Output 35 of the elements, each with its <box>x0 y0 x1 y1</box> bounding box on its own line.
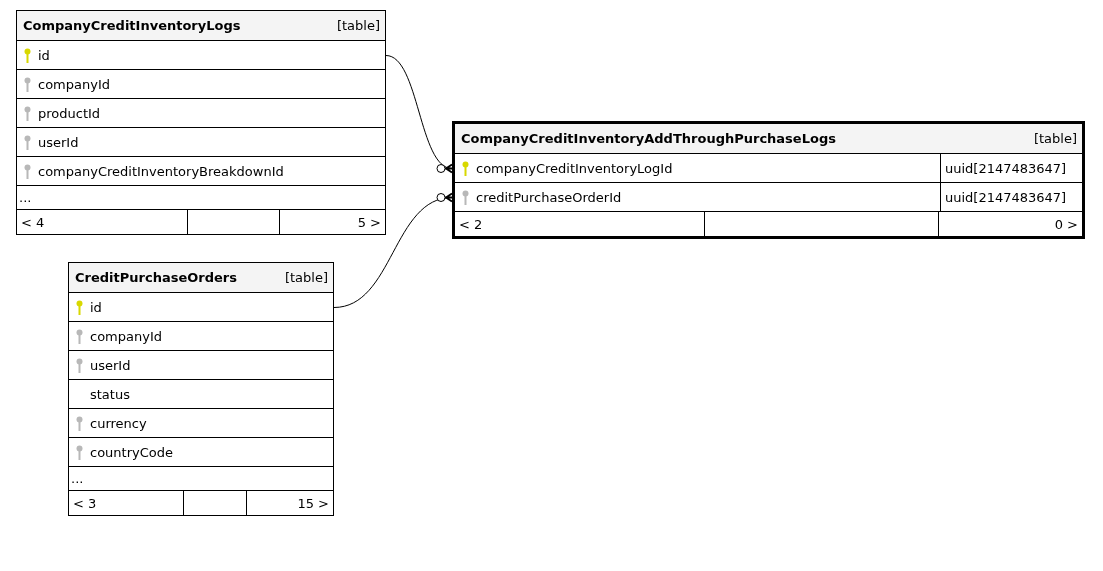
ellipsis-text: ... <box>70 471 84 486</box>
table-name: CreditPurchaseOrders <box>75 270 237 285</box>
column-row <box>455 183 1082 212</box>
table-type-label: [table] <box>284 270 328 285</box>
footer-text: < 2 <box>459 216 483 232</box>
relationship-connector <box>333 192 454 308</box>
table-box <box>452 121 1085 239</box>
table-box <box>68 262 334 516</box>
column-name: userId <box>38 134 79 150</box>
column-name: status <box>90 386 130 402</box>
column-type: uuid[2147483647] <box>940 183 1082 211</box>
column-name: companyId <box>90 328 162 344</box>
table-name: CompanyCreditInventoryLogs <box>23 18 241 33</box>
column-name: companyCreditInventoryLogId <box>476 160 673 176</box>
table-box <box>16 10 386 235</box>
column-name: creditPurchaseOrderId <box>476 189 622 205</box>
column-row <box>455 154 1082 183</box>
column-name: id <box>38 47 50 63</box>
column-name: companyId <box>38 76 110 92</box>
footer-text: < 3 <box>73 495 97 511</box>
column-name: countryCode <box>90 444 173 460</box>
table-type-label: [table] <box>1033 131 1077 146</box>
column-name: currency <box>90 415 147 431</box>
footer-text: 15 > <box>297 495 329 511</box>
column-name: productId <box>38 105 101 121</box>
ellipsis-text: ... <box>18 190 32 205</box>
table-name: CompanyCreditInventoryAddThroughPurchaseLogs <box>461 131 836 146</box>
column-name: id <box>90 299 102 315</box>
footer-text: 5 > <box>357 214 381 230</box>
footer-text: 0 > <box>1054 216 1078 232</box>
column-name: userId <box>90 357 131 373</box>
table-type-label: [table] <box>336 18 380 33</box>
footer-text: < 4 <box>21 214 45 230</box>
column-type: uuid[2147483647] <box>940 154 1082 182</box>
column-name: companyCreditInventoryBreakdownId <box>38 163 284 179</box>
